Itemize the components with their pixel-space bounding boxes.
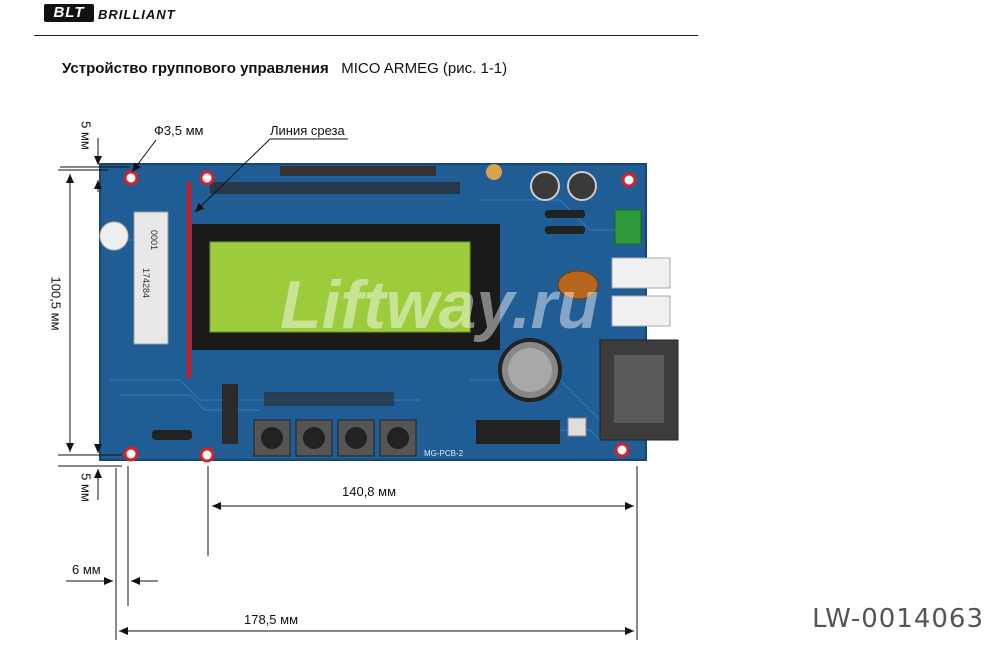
button-label-esc: ESC xyxy=(265,462,282,471)
label-top-offset: 5 мм xyxy=(78,121,94,150)
keypad-buttons xyxy=(253,419,417,457)
silkscreen-model: MG-PCB-2 xyxy=(424,449,464,458)
label-bottom-offset: 5 мм xyxy=(78,473,94,502)
label-cut-line: Линия среза xyxy=(270,123,345,138)
page-title: Устройство группового управления MICO AR… xyxy=(62,60,507,77)
buzzer xyxy=(99,221,129,251)
button-label-up: ^ xyxy=(353,462,357,471)
inductor xyxy=(557,270,599,300)
button-label-down: v xyxy=(311,462,315,471)
brand-logo-badge: BLT xyxy=(44,4,94,22)
lcd-display xyxy=(192,224,500,350)
document-code: LW-0014063 xyxy=(812,604,984,634)
diodes xyxy=(152,210,585,440)
label-hole-spacing: 140,8 мм xyxy=(342,484,397,499)
terminal-block xyxy=(614,209,642,245)
label-height: 100,5 мм xyxy=(48,276,64,331)
brand-logo-text: BRILLIANT xyxy=(98,7,176,22)
side-connectors xyxy=(611,257,671,327)
button-label-int: INT xyxy=(392,462,405,471)
mounting-holes xyxy=(123,170,637,463)
watermark: Liftway.ru xyxy=(280,267,599,343)
label-total-width: 178,5 мм xyxy=(244,612,299,627)
page-title-bold: Устройство группового управления xyxy=(62,60,329,77)
sticker-line-2: 174284 xyxy=(141,268,151,298)
header-divider xyxy=(34,35,698,36)
sticker-line-1: 0001 xyxy=(149,230,159,250)
page-title-model: MICO ARMEG (рис. 1-1) xyxy=(341,60,508,77)
capacitors xyxy=(486,164,597,201)
label-hole-diameter: Ф3,5 мм xyxy=(154,123,204,138)
pin-header-top xyxy=(280,166,436,176)
pin-header-left xyxy=(222,384,238,444)
pin-header-bottom xyxy=(476,420,560,444)
serial-sticker xyxy=(133,211,169,345)
label-left-offset: 6 мм xyxy=(72,562,101,577)
reset-button xyxy=(567,417,587,437)
